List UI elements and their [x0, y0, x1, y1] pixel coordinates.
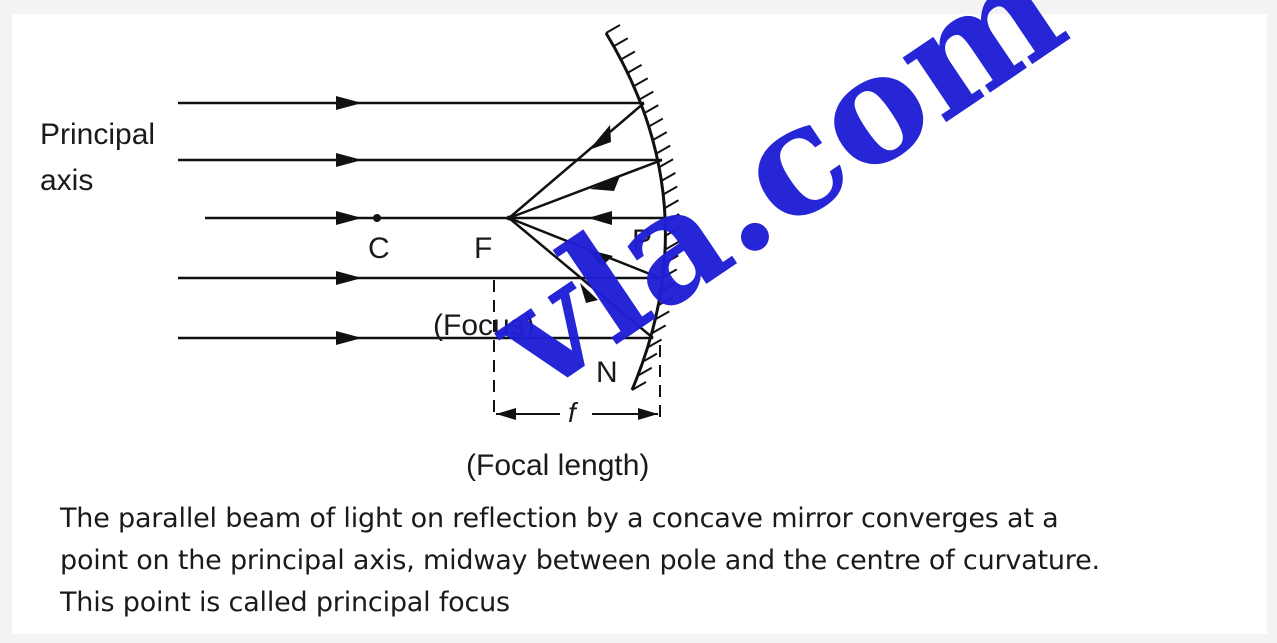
dimension-arrowhead-right: [638, 408, 658, 420]
caption-line-1: The parallel beam of light on reflection…: [60, 503, 1059, 534]
mirror-hatch-mark: [633, 77, 649, 88]
reflected-ray-4: [508, 216, 661, 280]
principal-axis-label-line2: axis: [40, 164, 93, 197]
mirror-hatch-mark: [654, 310, 670, 321]
reflected-arrowheads: [580, 125, 620, 303]
point-n-label: N: [596, 356, 618, 389]
mirror-hatch-mark: [664, 226, 680, 237]
mirror-hatch-mark: [638, 90, 654, 101]
mirror-hatch-mark: [613, 37, 629, 48]
focal-length-label: (Focal length): [466, 449, 649, 482]
focus-label: F: [474, 232, 492, 265]
mirror-hatch-mark: [664, 213, 680, 223]
center-of-curvature-label: C: [368, 232, 390, 265]
reflected-ray-5: [508, 217, 654, 339]
arrowhead: [588, 211, 612, 225]
mirror-hatch-mark: [655, 144, 671, 155]
reflected-rays: [508, 102, 663, 339]
mirror-hatch-mark: [657, 296, 673, 307]
mirror-hatch-mark: [647, 338, 663, 349]
pole-label: P: [632, 224, 652, 257]
incident-arrowheads: [336, 96, 362, 345]
arrowhead: [336, 331, 362, 345]
arrowhead: [336, 211, 362, 225]
mirror-hatch-mark: [648, 117, 664, 128]
mirror-hatch-mark: [660, 282, 676, 293]
arrowhead: [336, 271, 362, 285]
mirror-hatch-mark: [658, 158, 674, 169]
mirror-hatch-mark: [660, 171, 676, 182]
arrowhead: [336, 153, 362, 167]
caption-line-2: point on the principal axis, midway betw…: [60, 545, 1100, 576]
mirror-hatch-mark: [662, 185, 678, 196]
arrowhead: [580, 283, 598, 303]
arrowhead: [590, 176, 620, 191]
focal-length-symbol: f: [568, 397, 579, 428]
dimension-arrowhead-left: [496, 408, 516, 420]
mirror-hatch-mark: [642, 352, 658, 363]
center-of-curvature-point: [373, 214, 381, 222]
reflected-ray-1: [508, 102, 645, 219]
reflected-ray-2: [508, 158, 663, 220]
mirror-hatch-mark: [662, 268, 678, 279]
mirror-hatch-mark: [664, 199, 679, 210]
mirror-hatching: [605, 24, 680, 391]
focus-point: [506, 215, 512, 221]
principal-axis-label-line1: Principal: [40, 118, 155, 151]
caption-line-3: This point is called principal focus: [60, 587, 510, 618]
mirror-hatch-mark: [620, 50, 636, 61]
mirror-hatch-mark: [605, 24, 621, 34]
mirror-hatch-mark: [627, 63, 643, 74]
mirror-hatch-mark: [631, 381, 647, 391]
caption-text: The parallel beam of light on reflection…: [60, 498, 1270, 624]
mirror-hatch-mark: [663, 254, 679, 265]
arrowhead: [336, 96, 362, 110]
focus-caption: (Focus): [433, 309, 535, 342]
mirror-hatch-mark: [664, 240, 680, 251]
mirror-hatch-mark: [637, 366, 653, 377]
mirror-hatch-mark: [652, 131, 668, 141]
arrowhead: [586, 249, 613, 266]
mirror-hatch-mark: [643, 104, 659, 114]
diagram-panel: [12, 14, 1267, 634]
mirror-hatch-mark: [651, 324, 667, 335]
arrowhead: [589, 125, 611, 150]
